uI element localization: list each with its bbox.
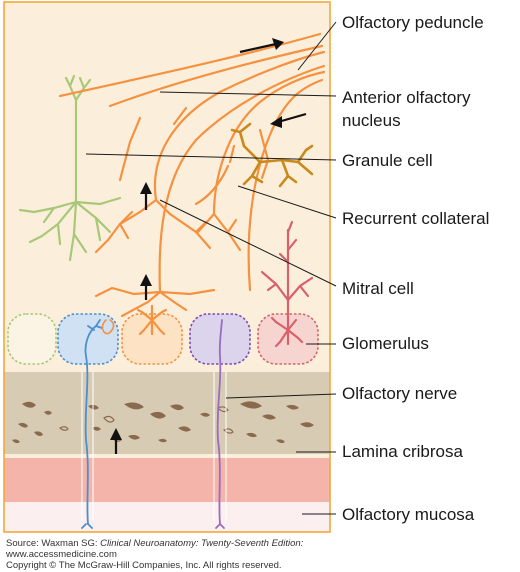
bulb-panel-border (3, 1, 331, 533)
label-glomerulus: Glomerulus (342, 334, 429, 353)
label-lamina-cribrosa: Lamina cribrosa (342, 442, 463, 461)
glomerulus-orange (121, 313, 183, 365)
source-url[interactable]: www.accessmedicine.com (6, 549, 117, 560)
label-mitral-cell: Mitral cell (342, 279, 414, 298)
receptor-neuron-blue (81, 319, 103, 529)
copyright-notice: Copyright © The McGraw-Hill Companies, I… (6, 560, 282, 571)
leader-anterior-olfactory (159, 91, 337, 97)
tufted-cell (260, 220, 314, 348)
mitral-tuft-small (101, 319, 115, 335)
olfactory-mucosa-surface (4, 502, 330, 532)
leader-recurrent-collateral (237, 185, 337, 219)
olfactory-nerve-layer (4, 372, 330, 390)
label-recurrent-collateral: Recurrent collateral (342, 209, 489, 228)
label-olfactory-mucosa: Olfactory mucosa (342, 505, 475, 524)
lamina-cribrosa-layer (4, 390, 330, 454)
leader-olfactory-peduncle (297, 21, 337, 71)
source-title: Clinical Neuroanatomy: Twenty-Seventh Ed… (100, 538, 304, 549)
leader-olfactory-nerve (225, 393, 337, 399)
granule-cell (18, 74, 122, 262)
leader-lines (85, 21, 337, 515)
receptor-channel-blue (81, 372, 94, 520)
direction-arrows (110, 38, 307, 454)
bone-fragments (12, 401, 314, 444)
glomerulus-green (7, 313, 57, 365)
source-credit: Source: Waxman SG: Clinical Neuroanatomy… (6, 538, 303, 549)
olfactory-mucosa-layer (4, 458, 330, 502)
leader-granule-cell (85, 153, 337, 161)
label-olfactory-peduncle: Olfactory peduncle (342, 13, 484, 32)
receptor-channel-purple (213, 372, 227, 520)
source-prefix: Source: Waxman SG: (6, 538, 101, 549)
mitral-cell (58, 32, 326, 336)
label-anterior-olfactory-line2: nucleus (342, 111, 401, 130)
receptor-neuron-purple (215, 319, 225, 529)
label-granule-cell: Granule cell (342, 151, 433, 170)
leader-mitral-cell (159, 199, 337, 287)
label-anterior-olfactory-line1: Anterior olfactory (342, 88, 471, 107)
arrow-left-icon (277, 112, 307, 124)
recurrent-collateral-branch (230, 122, 314, 188)
label-olfactory-nerve: Olfactory nerve (342, 384, 457, 403)
arrow-right-icon (239, 42, 277, 54)
